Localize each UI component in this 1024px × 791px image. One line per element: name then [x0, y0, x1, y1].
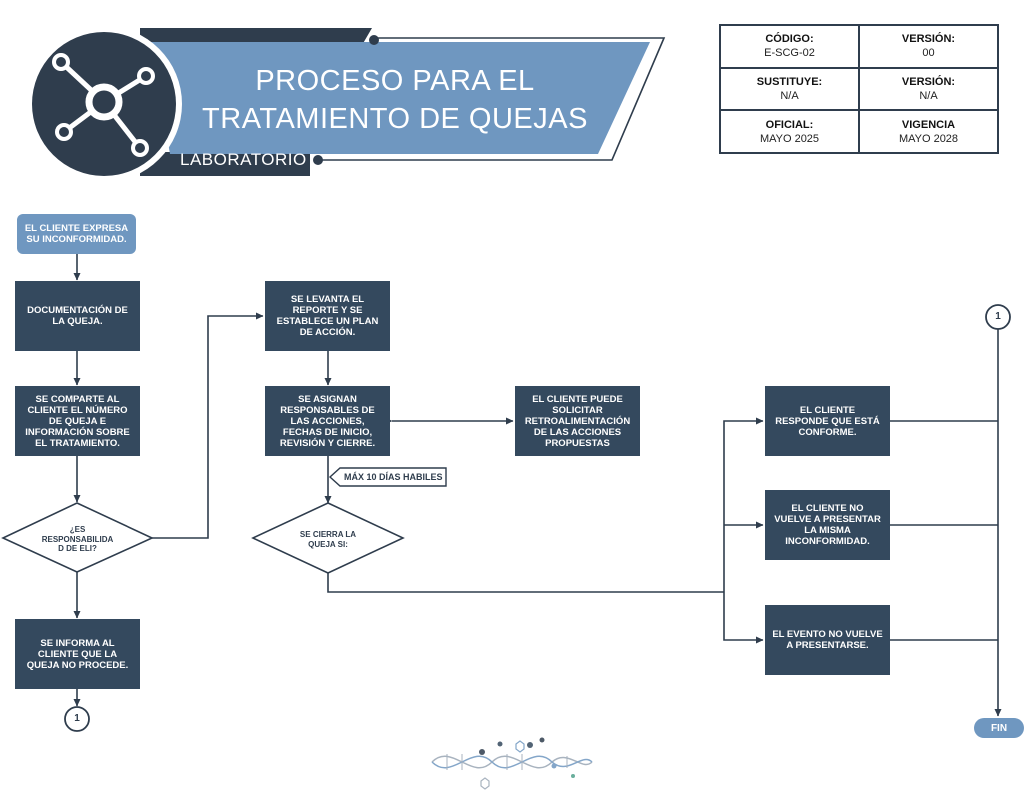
node-conforme: EL CLIENTE RESPONDE QUE ESTÁ CONFORME. [765, 386, 890, 456]
title-line-2: TRATAMIENTO DE QUEJAS [202, 103, 588, 135]
page-title: PROCESO PARA EL TRATAMIENTO DE QUEJAS [200, 62, 590, 138]
info-cell-version-sustituye: VERSIÓN:N/A [858, 66, 999, 112]
info-row: CÓDIGO:E-SCG-02 VERSIÓN:00 [719, 24, 999, 69]
flow-connectors [73, 254, 1002, 717]
document-info-table: CÓDIGO:E-SCG-02 VERSIÓN:00 SUSTITUYE:N/A… [719, 24, 999, 154]
node-comparte: SE COMPARTE AL CLIENTE EL NÚMERO DE QUEJ… [15, 386, 140, 456]
department-label: LABORATORIO [180, 150, 307, 169]
connector-bottom-label: 1 [74, 713, 80, 724]
connector-bottom-shape [64, 706, 90, 732]
info-cell-version: VERSIÓN:00 [858, 24, 999, 69]
decision-responsabilidad-shape [1, 502, 154, 573]
max-days-tag [328, 467, 447, 487]
start-node: EL CLIENTE EXPRESA SU INCONFORMIDAD. [17, 214, 136, 254]
info-cell-sustituye: SUSTITUYE:N/A [719, 66, 860, 112]
node-retroalimentacion: EL CLIENTE PUEDE SOLICITAR RETROALIMENTA… [515, 386, 640, 456]
node-levanta: SE LEVANTA EL REPORTE Y SE ESTABLECE UN … [265, 281, 390, 351]
node-informa: SE INFORMA AL CLIENTE QUE LA QUEJA NO PR… [15, 619, 140, 689]
decision-cierre-label: SE CIERRA LA QUEJA SI: [299, 530, 357, 549]
title-line-1: PROCESO PARA EL [255, 65, 535, 97]
node-asignan: SE ASIGNAN RESPONSABLES DE LAS ACCIONES,… [265, 386, 390, 456]
max-days-label: MÁX 10 DÍAS HABILES [344, 472, 443, 482]
molecule-icon [52, 53, 155, 157]
info-cell-codigo: CÓDIGO:E-SCG-02 [719, 24, 860, 69]
node-documentacion: DOCUMENTACIÓN DE LA QUEJA. [15, 281, 140, 351]
connector-top-shape [985, 304, 1011, 330]
dna-helix-icon [431, 737, 593, 790]
node-no-vuelve: EL CLIENTE NO VUELVE A PRESENTAR LA MISM… [765, 490, 890, 560]
end-node: FIN [974, 718, 1024, 738]
node-evento: EL EVENTO NO VUELVE A PRESENTARSE. [765, 605, 890, 675]
info-row: SUSTITUYE:N/A VERSIÓN:N/A [719, 66, 999, 112]
decision-cierre-shape [251, 502, 405, 574]
decision-responsabilidad-label: ¿ES RESPONSABILIDA D DE ELI? [41, 525, 114, 553]
connector-top-label: 1 [995, 311, 1001, 322]
info-cell-oficial: OFICIAL:MAYO 2025 [719, 109, 860, 154]
